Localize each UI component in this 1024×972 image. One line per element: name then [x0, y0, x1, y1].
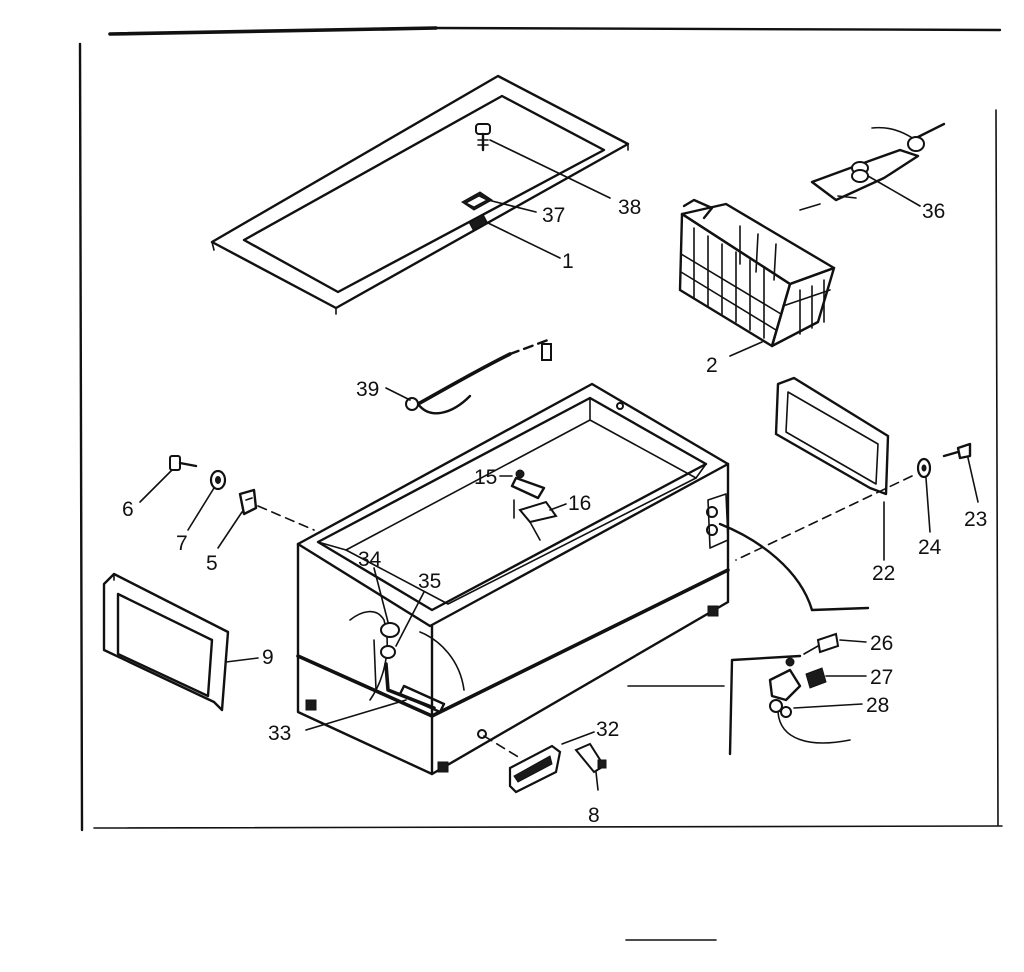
- label-9: 9: [262, 646, 274, 669]
- hinge-clip-37: [461, 191, 493, 211]
- label-28: 28: [866, 694, 889, 717]
- hinge-guide-line: [257, 505, 315, 531]
- latch-32: [508, 744, 562, 794]
- fitting-27: [805, 667, 827, 689]
- washer-7: [209, 469, 227, 491]
- label-16: 16: [568, 492, 591, 515]
- label-27: 27: [870, 666, 893, 689]
- leader-lines: [139, 139, 979, 791]
- screw-38: [475, 123, 491, 152]
- label-5: 5: [206, 552, 218, 575]
- label-23: 23: [964, 508, 987, 531]
- scan-frame: [78, 26, 1003, 941]
- label-1: 1: [562, 250, 574, 273]
- bracket-5: [238, 488, 258, 516]
- fitting-28: [768, 657, 851, 744]
- screw-6: [169, 455, 198, 471]
- freezer-cabinet: [296, 382, 730, 776]
- label-37: 37: [542, 204, 565, 227]
- valve-8: [574, 742, 607, 774]
- screw-23: [942, 442, 972, 460]
- label-7: 7: [176, 532, 188, 555]
- label-36: 36: [922, 200, 945, 223]
- label-34: 34: [358, 548, 382, 571]
- switch-16: [513, 499, 558, 541]
- washer-24: [916, 457, 932, 479]
- label-32: 32: [596, 718, 619, 741]
- label-2: 2: [706, 354, 718, 377]
- label-8: 8: [588, 804, 600, 827]
- side-panel-9: [102, 572, 230, 712]
- thermostat-36: [799, 122, 946, 211]
- wire-basket-2: [678, 198, 836, 348]
- rear-panel-22: [774, 376, 890, 496]
- lid-gasket-frame: [210, 74, 630, 315]
- label-15: 15: [474, 466, 497, 489]
- rear-guide-line: [735, 475, 913, 561]
- latch-guide-line: [483, 735, 521, 759]
- label-35: 35: [418, 570, 441, 593]
- label-6: 6: [122, 498, 134, 521]
- light-socket-15: [510, 469, 546, 500]
- fitting-26: [803, 632, 840, 655]
- label-33: 33: [268, 722, 291, 745]
- label-38: 38: [618, 196, 641, 219]
- label-39: 39: [356, 378, 379, 401]
- power-cord: [627, 522, 870, 756]
- label-26: 26: [870, 632, 893, 655]
- label-22: 22: [872, 562, 895, 585]
- part-labels: 38 37 1 36 2 39 6 7 5 15 16 22 24 23 34 …: [122, 196, 987, 827]
- heater-wire-39: [405, 338, 552, 415]
- label-24: 24: [918, 536, 942, 559]
